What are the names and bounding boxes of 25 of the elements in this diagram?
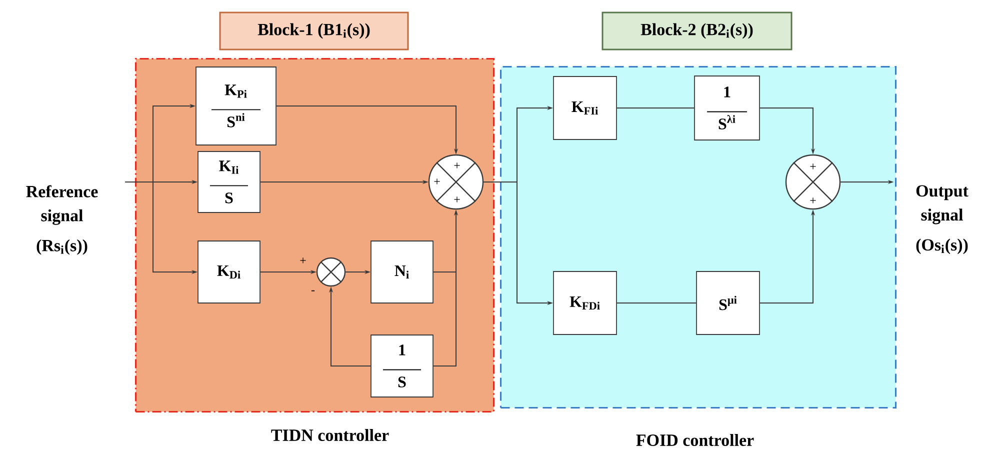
- sign-label: +: [454, 196, 460, 202]
- sign-label: +: [300, 258, 306, 264]
- block-title: Block-2 (B2$_{i}$(s)): [602, 12, 792, 50]
- summing-junction: [428, 154, 484, 210]
- signal-label: Reference signal (Rs$_{i}$(s)): [26, 185, 98, 255]
- block-box: S$^{μi}$: [696, 271, 760, 335]
- region-caption: FOID controller: [636, 434, 754, 446]
- block-title: Block-1 (B1$_{i}$(s)): [219, 12, 409, 50]
- block-box: 1 S: [370, 334, 434, 398]
- signal-label: Output signal (Os$_{i}$(s)): [916, 185, 968, 254]
- summing-junction: [785, 154, 841, 210]
- block-box: K$_{FDi}$: [553, 271, 617, 335]
- block-box: K$_{Pi}$ S$^{ni}$: [196, 66, 276, 146]
- summing-junction: [316, 257, 346, 287]
- region-caption: TIDN controller: [271, 429, 389, 441]
- sign-label: +: [434, 178, 440, 184]
- sign-label: +: [454, 162, 460, 168]
- block-box: K$_{Di}$: [198, 240, 260, 304]
- block-box: 1 S$^{λi}$: [694, 76, 760, 140]
- sign-label: +: [810, 198, 816, 204]
- block-box: K$_{Ii}$ S: [198, 151, 260, 213]
- block-box: K$_{FIi}$: [553, 76, 617, 140]
- sign-label: +: [810, 164, 816, 170]
- sign-label: -: [311, 290, 315, 292]
- block-box: N$_{i}$: [370, 240, 434, 304]
